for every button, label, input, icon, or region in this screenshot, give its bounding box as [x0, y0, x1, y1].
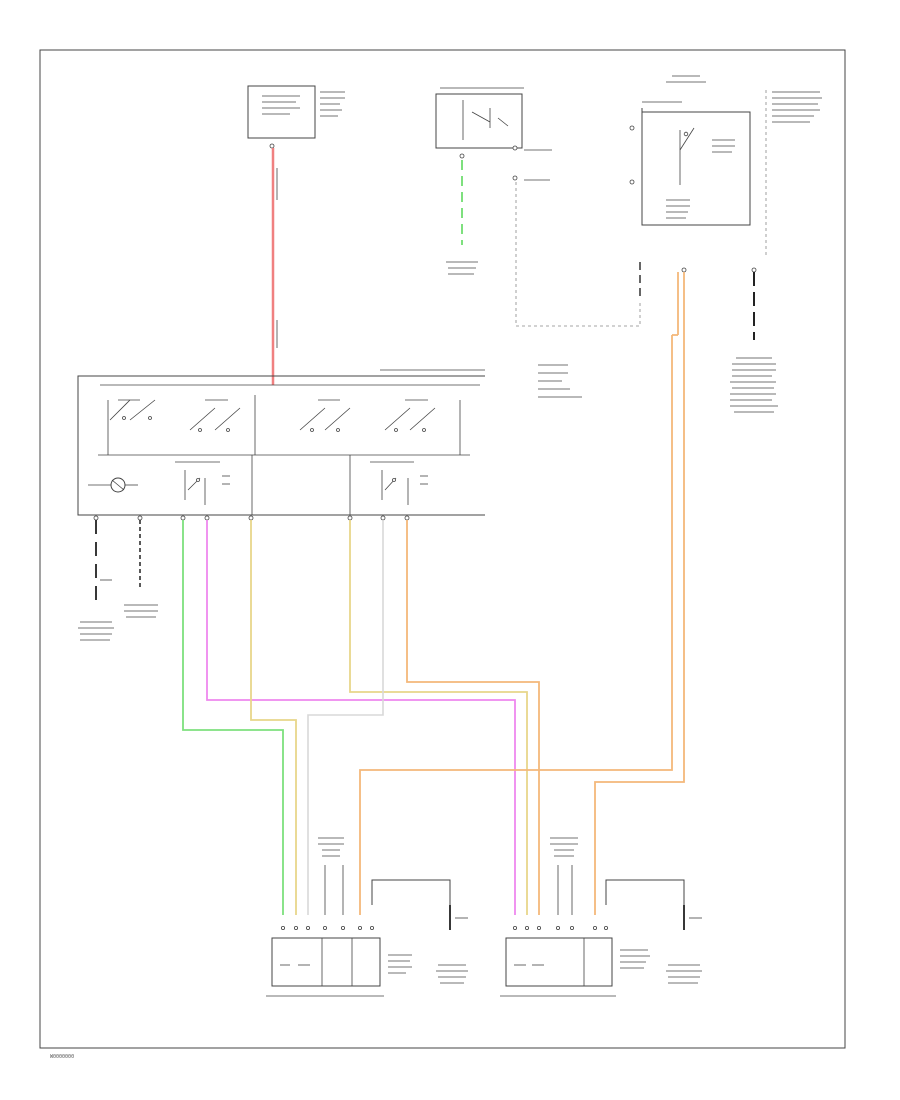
wire-violet-1 — [206, 520, 516, 915]
wire-white — [307, 520, 384, 915]
wire-orange-1 — [406, 520, 540, 915]
wire-green — [182, 520, 284, 915]
wire-yellow-1 — [250, 520, 297, 915]
control-module-ground-label — [446, 261, 478, 275]
mirror-switch-module — [77, 369, 485, 521]
control-module — [435, 87, 552, 181]
wire-yellow-2 — [349, 520, 528, 915]
ignition-side-note — [772, 91, 822, 123]
selector-switch-left — [175, 461, 230, 505]
left-mirror-assembly — [266, 837, 468, 997]
right-mirror-assembly — [500, 837, 702, 997]
switch-up — [107, 399, 156, 455]
motor-icon — [88, 477, 138, 493]
wire-orange-3 — [359, 335, 673, 915]
switch-ground-label — [78, 621, 114, 641]
switch-left — [299, 407, 351, 432]
illumination-label — [124, 604, 158, 618]
wire-orange-2 — [594, 272, 685, 915]
ignition-ground-label — [730, 357, 778, 413]
switch-down — [189, 395, 256, 455]
ignition-switch-block — [629, 75, 757, 273]
switch-right — [384, 400, 461, 455]
selector-switch-right — [370, 461, 428, 505]
diagram-frame — [39, 49, 846, 1049]
diagram-code: W0000000 — [50, 1054, 74, 1060]
signal-loop-wire — [515, 182, 641, 327]
legend — [538, 364, 582, 398]
power-fuse-block — [247, 85, 345, 149]
